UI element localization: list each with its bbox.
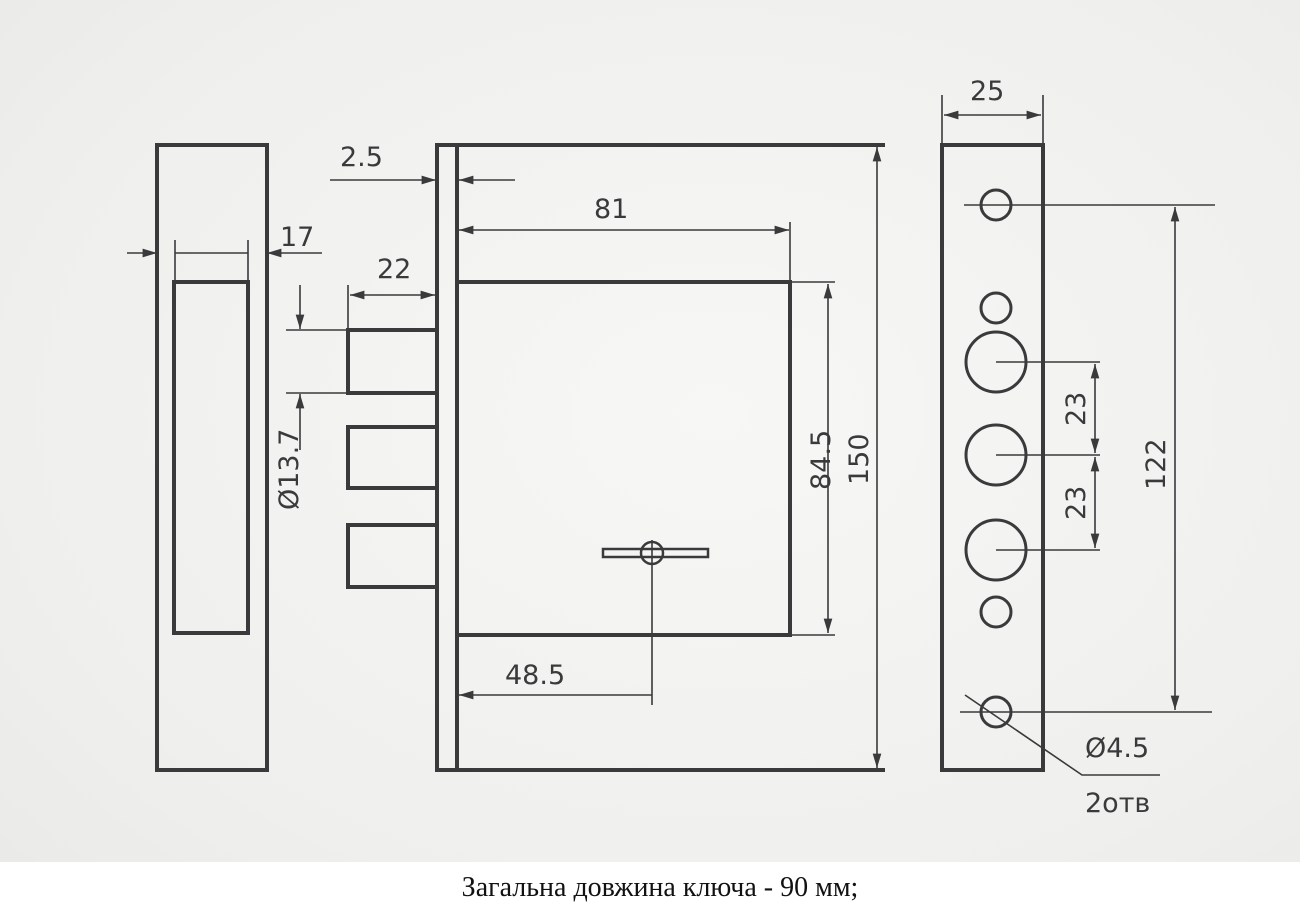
dim-mount-hole-spacing: 122: [1141, 438, 1172, 490]
dim-body-inner-height: 84.5: [806, 430, 837, 490]
dim-total-height: 150: [844, 433, 875, 485]
strike-plate: 25 122 23 23 Ø4.5 2отв: [940, 76, 1215, 819]
cylinder-cover-plate: 17: [127, 143, 322, 772]
keyhole: [601, 540, 710, 566]
dim-bolt-projection: 22: [377, 254, 411, 285]
dim-bolt-diameter: Ø13.7: [274, 429, 305, 510]
dim-faceplate-thickness: 2.5: [340, 142, 383, 173]
dim-bolt-spacing-2: 23: [1061, 486, 1092, 520]
key-length-caption: Загальна довжина ключа - 90 мм;: [461, 872, 859, 903]
dim-mount-hole-diameter: Ø4.5: [1085, 733, 1149, 764]
dim-body-width: 81: [594, 194, 628, 225]
mount-hole-count: 2отв: [1085, 788, 1150, 819]
dim-strike-width: 25: [970, 76, 1004, 107]
dim-bolt-spacing-1: 23: [1061, 392, 1092, 426]
bolts: 22 Ø13.7: [274, 254, 439, 589]
dim-backset: 48.5: [505, 660, 565, 691]
caption-strip: [0, 862, 1300, 920]
lock-body: 2.5 81 84.5 150 48.5: [330, 142, 885, 772]
dim-cylinder-width: 17: [280, 222, 314, 253]
